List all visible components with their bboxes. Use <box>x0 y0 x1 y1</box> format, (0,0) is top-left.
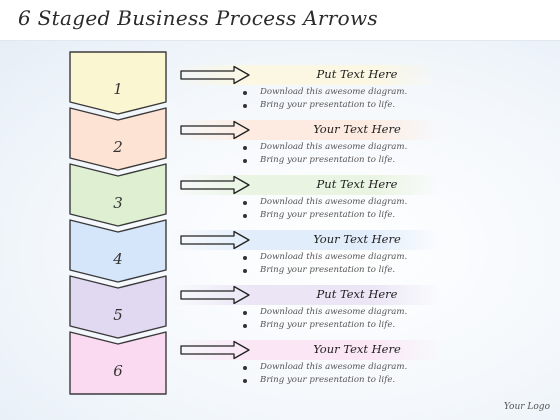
step-number: 1 <box>113 80 123 98</box>
bullet-item: Bring your presentation to life. <box>242 154 407 167</box>
right-arrow-icon <box>180 65 250 85</box>
right-arrow-icon <box>180 175 250 195</box>
bullet-item: Bring your presentation to life. <box>242 374 407 387</box>
bullet-item: Download this awesome diagram. <box>242 251 407 264</box>
heading-band <box>170 175 440 195</box>
bullet-item: Bring your presentation to life. <box>242 264 407 277</box>
step-bullets: Download this awesome diagram.Bring your… <box>242 141 407 167</box>
heading-band <box>170 230 440 250</box>
title-divider <box>0 40 560 41</box>
bullet-item: Download this awesome diagram. <box>242 196 407 209</box>
bullet-item: Download this awesome diagram. <box>242 361 407 374</box>
step-bullets: Download this awesome diagram.Bring your… <box>242 306 407 332</box>
step-heading: Put Text Here <box>316 287 398 301</box>
step-heading: Your Text Here <box>313 232 401 246</box>
step-number: 2 <box>112 138 123 156</box>
heading-band <box>170 65 440 85</box>
heading-band <box>170 340 440 360</box>
step-chevron-6 <box>69 331 167 395</box>
step-number: 5 <box>113 306 123 324</box>
step-bullets: Download this awesome diagram.Bring your… <box>242 251 407 277</box>
step-heading: Your Text Here <box>313 342 401 356</box>
heading-band <box>170 285 440 305</box>
bullet-item: Bring your presentation to life. <box>242 319 407 332</box>
logo-text: Your Logo <box>503 402 550 412</box>
step-chevron-5 <box>69 275 167 339</box>
heading-band <box>170 120 440 140</box>
step-chevron-2 <box>69 107 167 171</box>
step-heading: Your Text Here <box>313 122 401 136</box>
step-heading: Put Text Here <box>316 67 398 81</box>
step-chevron-3 <box>69 163 167 227</box>
step-bullets: Download this awesome diagram.Bring your… <box>242 361 407 387</box>
bullet-item: Download this awesome diagram. <box>242 86 407 99</box>
right-arrow-icon <box>180 340 250 360</box>
step-chevron-1 <box>69 51 167 115</box>
bullet-item: Bring your presentation to life. <box>242 99 407 112</box>
step-bullets: Download this awesome diagram.Bring your… <box>242 86 407 112</box>
step-number: 4 <box>112 250 123 268</box>
step-number: 6 <box>113 362 123 380</box>
slide-title: 6 Staged Business Process Arrows <box>18 6 378 30</box>
step-heading: Put Text Here <box>316 177 398 191</box>
step-number: 3 <box>113 194 123 212</box>
step-chevron-4 <box>69 219 167 283</box>
right-arrow-icon <box>180 120 250 140</box>
bullet-item: Bring your presentation to life. <box>242 209 407 222</box>
bullet-item: Download this awesome diagram. <box>242 306 407 319</box>
bullet-item: Download this awesome diagram. <box>242 141 407 154</box>
right-arrow-icon <box>180 285 250 305</box>
right-arrow-icon <box>180 230 250 250</box>
step-bullets: Download this awesome diagram.Bring your… <box>242 196 407 222</box>
